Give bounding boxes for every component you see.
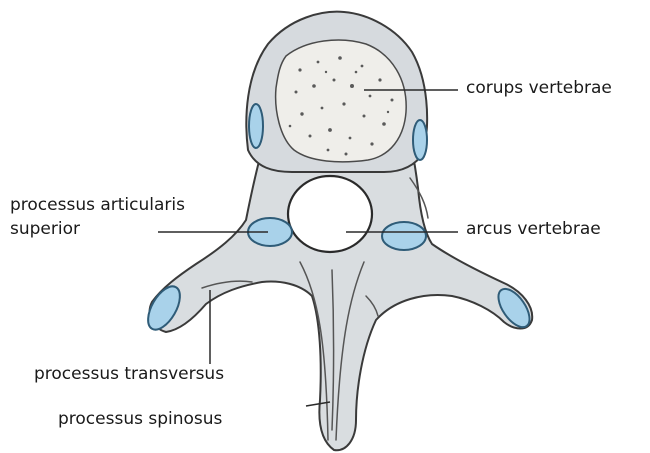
label-processus-spinosus: processus spinosus bbox=[58, 409, 222, 430]
label-arcus-vertebrae: arcus vertebrae bbox=[466, 219, 601, 240]
vertebral-foramen bbox=[288, 176, 372, 252]
label-corpus-vertebrae: corups vertebrae bbox=[466, 78, 612, 99]
label-processus-articularis-line1: processus articularis bbox=[10, 195, 185, 216]
body-facet-right bbox=[413, 120, 427, 160]
label-processus-articularis-line2: superior bbox=[10, 219, 80, 240]
body-facet-left bbox=[249, 104, 263, 148]
superior-articular-facet-right bbox=[382, 222, 426, 250]
label-processus-transversus: processus transversus bbox=[34, 364, 224, 385]
